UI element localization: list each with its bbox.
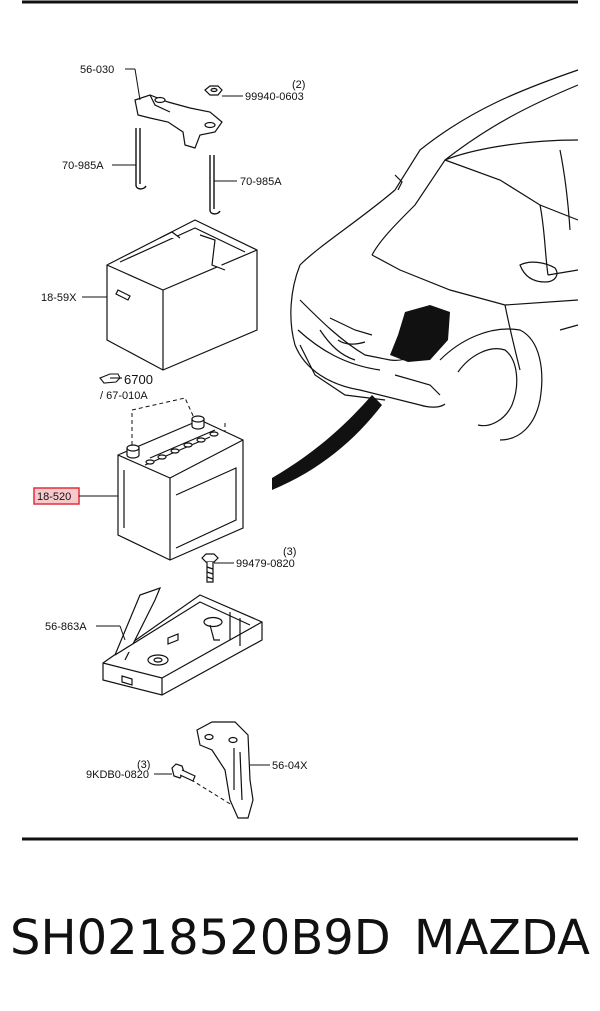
label-nut-qty: (2) [292, 79, 305, 91]
bolt-bottom-icon [171, 763, 196, 782]
label-rod-right: 70-985A [240, 176, 282, 188]
nut-icon [204, 85, 223, 96]
label-ref-page: 6700 [124, 372, 153, 387]
battery-location-marker [390, 305, 450, 362]
label-nut: 99940-0603 [245, 91, 304, 103]
label-bolt: 99479-0820 [236, 558, 295, 570]
label-56-030: 56-030 [80, 64, 114, 76]
leader-56-030-b [134, 68, 141, 101]
leader-tray-b [119, 625, 126, 641]
label-bolt-bottom: 9KDB0-0820 [86, 769, 149, 781]
hook-rod-left [135, 128, 147, 190]
label-bolt-qty: (3) [283, 546, 296, 558]
battery-cover [106, 219, 258, 371]
label-bolt-bottom-qty: (3) [137, 759, 150, 771]
mounting-bracket [196, 721, 254, 819]
label-battery: 18-520 [37, 491, 71, 503]
part-number: SH0218520B9D [10, 910, 391, 966]
label-cover: 18-59X [41, 292, 77, 304]
label-rod-left: 70-985A [62, 160, 104, 172]
vehicle-illustration [290, 69, 579, 441]
brand-name: MAZDA [413, 910, 590, 966]
bolt-icon [201, 553, 219, 583]
part-code-footer: SH0218520B9D MAZDA [10, 903, 590, 973]
label-bracket: 56-04X [272, 760, 308, 772]
hold-down-bracket [134, 94, 223, 149]
hook-rod-right [209, 155, 221, 215]
reference-hand-icon [99, 373, 122, 384]
label-ref-sub: / 67-010A [100, 390, 148, 402]
battery [117, 415, 244, 561]
assembly-guide-bottom [184, 775, 241, 811]
battery-tray [102, 586, 263, 696]
label-tray: 56-863A [45, 621, 87, 633]
leader-arrow [272, 395, 382, 490]
